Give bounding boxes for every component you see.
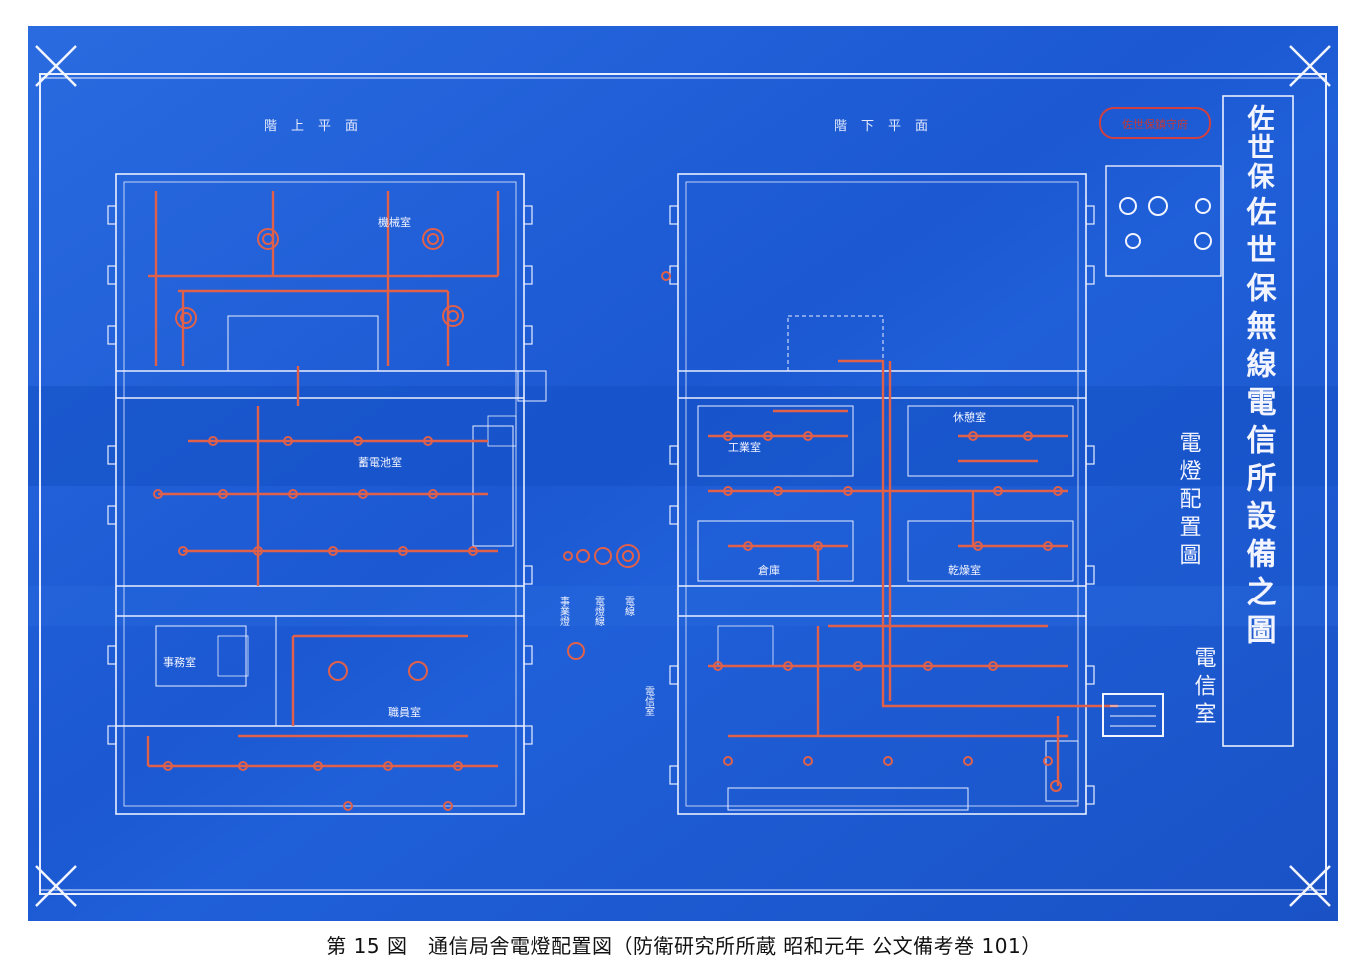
svg-text:電信室: 電信室 <box>643 686 655 716</box>
svg-text:職員室: 職員室 <box>388 705 421 719</box>
svg-text:電線: 電線 <box>623 596 635 616</box>
svg-text:事務室: 事務室 <box>163 655 196 669</box>
svg-text:休憩室: 休憩室 <box>953 410 986 424</box>
svg-text:佐世保: 佐世保 <box>1243 104 1276 191</box>
fixtures-lower-floor <box>661 271 1063 792</box>
svg-text:工業室: 工業室 <box>728 440 761 454</box>
plan-right-title: 階下平面 <box>834 119 942 134</box>
wiring-lower-floor <box>708 359 1118 786</box>
seal-block <box>1105 165 1222 277</box>
svg-text:乾燥室: 乾燥室 <box>948 563 981 577</box>
fixtures-upper-floor <box>153 228 478 811</box>
right-label: 電信室 <box>1191 646 1217 730</box>
corner-marks <box>35 45 1331 907</box>
svg-text:事業燈: 事業燈 <box>558 595 570 627</box>
svg-text:蓄電池室: 蓄電池室 <box>358 455 402 469</box>
svg-text:倉庫: 倉庫 <box>758 563 780 577</box>
blueprint-border <box>39 73 1327 895</box>
svg-text:佐世保無線電信所設備之圖: 佐世保無線電信所設備之圖 <box>1241 196 1278 652</box>
svg-text:電燈線: 電燈線 <box>593 596 605 626</box>
fold-band <box>28 386 1338 486</box>
subtitle: 電燈配置圖 <box>1176 431 1202 571</box>
room-labels: 機械室 蓄電池室 事務室 職員室 工業室 倉庫 乾燥室 休憩室 <box>163 215 986 719</box>
plan-left-title: 階上平面 <box>264 119 372 134</box>
title-block: 佐世保 佐世保無線電信所設備之圖 電燈配置圖 電信室 <box>1176 95 1294 747</box>
legend: 事業燈 電燈線 電線 電信室 <box>558 544 655 716</box>
stamp: 佐世保鎮守府 <box>1099 107 1211 139</box>
svg-text:機械室: 機械室 <box>378 215 411 229</box>
figure-caption: 第 15 図 通信局舎電燈配置図（防衛研究所所蔵 昭和元年 公文備考巻 101） <box>326 934 1042 958</box>
plan-upper-floor <box>115 173 547 815</box>
blueprint-figure: 階上平面 階下平面 <box>28 26 1338 921</box>
svg-text:佐世保鎮守府: 佐世保鎮守府 <box>1122 117 1188 131</box>
